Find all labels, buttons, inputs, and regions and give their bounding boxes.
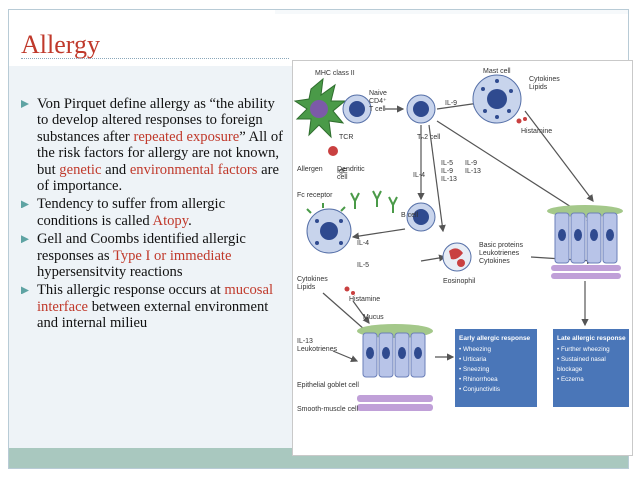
bullet-text: Von Pirquet define allergy as “the abili… [37,96,275,145]
early-item-4: • Conjunctivitis [459,386,500,393]
naive-t-cell [342,94,372,124]
title-divider [21,58,289,59]
il9-top-label: IL-9 [445,100,457,107]
early-response-title: Early allergic response [459,335,531,342]
basic-proteins-label: Basic proteins [479,242,523,249]
th2-label: Tₙ2 cell [417,134,441,141]
mast-cell-top [472,74,522,124]
bullet-text: This allergic response occurs at [37,282,225,299]
fc-receptor-label: Fc receptor [297,192,333,199]
pathway-diagram: MHC class II Allergen Dendritic cell TCR… [293,68,629,413]
highlighted-term: repeated exposure [133,128,240,145]
highlighted-term: Type I or immediate [112,247,232,264]
highlighted-term: Atopy [152,212,189,229]
il13c-label: IL-13 [297,338,313,345]
bullet-item: Gell and Coombs identified allergic resp… [20,231,288,280]
bullet-text: and [101,161,130,178]
leukotrienes-label: Leukotrienes [479,250,520,257]
tcell-label: T cell [369,106,386,113]
bullet-item: This allergic response occurs at mucosal… [20,282,288,331]
lipids-top-label: Lipids [529,84,548,91]
bullet-text: hypersensitvity reactions [37,264,183,281]
early-item-1: • Urticaria [459,356,487,363]
bullet-item: Von Pirquet define allergy as “the abili… [20,96,288,194]
early-item-3: • Rhinorrhoea [459,376,498,383]
th2-cell [406,94,436,124]
eosinophil [442,242,472,272]
epithelium-left [357,324,433,411]
late-item-2: blockage [557,366,583,373]
bullet-text: Tendency to suffer from allergic conditi… [37,196,226,229]
bullet-text: Gell and Coombs identified allergic resp… [37,231,246,264]
dendritic-cell [293,77,347,156]
bullet-arrow-icon [21,286,29,295]
bullet-arrow-icon [21,235,29,244]
cytokines-top-label: Cytokines [529,76,560,83]
epithelium-right [547,205,623,279]
cytokines-left-label: Cytokines [297,276,328,283]
leukotrienes-left-label: Leukotrienes [297,346,338,353]
histamine-top-label: Histamine [521,128,552,135]
smooth-muscle-label: Smooth-muscle cell [297,406,359,413]
il13b-label: IL-13 [465,168,481,175]
bullet-list: Von Pirquet define allergy as “the abili… [20,96,288,334]
allergy-pathway-figure: MHC class II Allergen Dendritic cell TCR… [292,60,633,456]
epithelial-label: Epithelial goblet cell [297,382,359,389]
late-item-3: • Eczema [557,376,584,383]
allergen-label: Allergen [297,166,323,173]
bullet-text: are of importance. [37,161,279,195]
dendritic-label-1: Dendritic [337,166,365,173]
il9-label: IL-9 [441,168,453,175]
early-item-0: • Wheezing [459,346,491,353]
cytokines-mid-label: Cytokines [479,258,510,265]
late-response-title: Late allergic response [557,335,626,342]
ige-label: IgE [337,168,348,175]
histamine-mid-label: Histamine [349,296,380,303]
lipids-left-label: Lipids [297,284,316,291]
bullet-arrow-icon [21,100,29,108]
cd4-label: CD4⁺ [369,98,387,105]
bcell-label: B cell [401,212,419,219]
early-response-box: Early allergic response • Wheezing • Urt… [455,329,537,407]
late-item-1: • Sustained nasal [557,356,606,363]
eosinophil-label: Eosinophil [443,278,476,285]
title-band [9,10,628,66]
naive-label: Naive [369,90,387,97]
bullet-text: . [188,212,192,229]
mucus-label: Mucus [363,314,384,321]
b-cell [406,202,436,232]
top-strip [275,10,628,14]
mast-cell-left [306,203,352,254]
late-response-box: Late allergic response • Further wheezin… [553,329,629,407]
bullet-text: ” All of the risk factors for allergy ar… [37,128,283,178]
bullet-arrow-icon [21,200,29,209]
il4b-label: IL-4 [357,240,369,247]
il5b-label: IL-5 [357,262,369,269]
il5-label: IL-5 [441,160,453,167]
il9b-label: IL-9 [465,160,477,167]
mast-label: Mast cell [483,68,511,75]
highlighted-term: environmental factors [129,161,258,178]
tcr-label: TCR [339,134,353,141]
highlighted-term: mucosal interface [37,282,274,315]
bullet-text: between external environment and interna… [37,298,269,332]
early-item-2: • Sneezing [459,366,490,373]
late-item-0: • Further wheezing [557,346,610,353]
dendritic-label-2: cell [337,174,348,181]
il13-label: IL-13 [441,176,457,183]
il4-label: IL-4 [413,172,425,179]
slide-title: Allergy [21,30,100,59]
mhc-label: MHC class II [315,70,355,77]
highlighted-term: genetic [59,161,102,178]
ige-antibodies [350,190,398,213]
bullet-item: Tendency to suffer from allergic conditi… [20,196,288,229]
